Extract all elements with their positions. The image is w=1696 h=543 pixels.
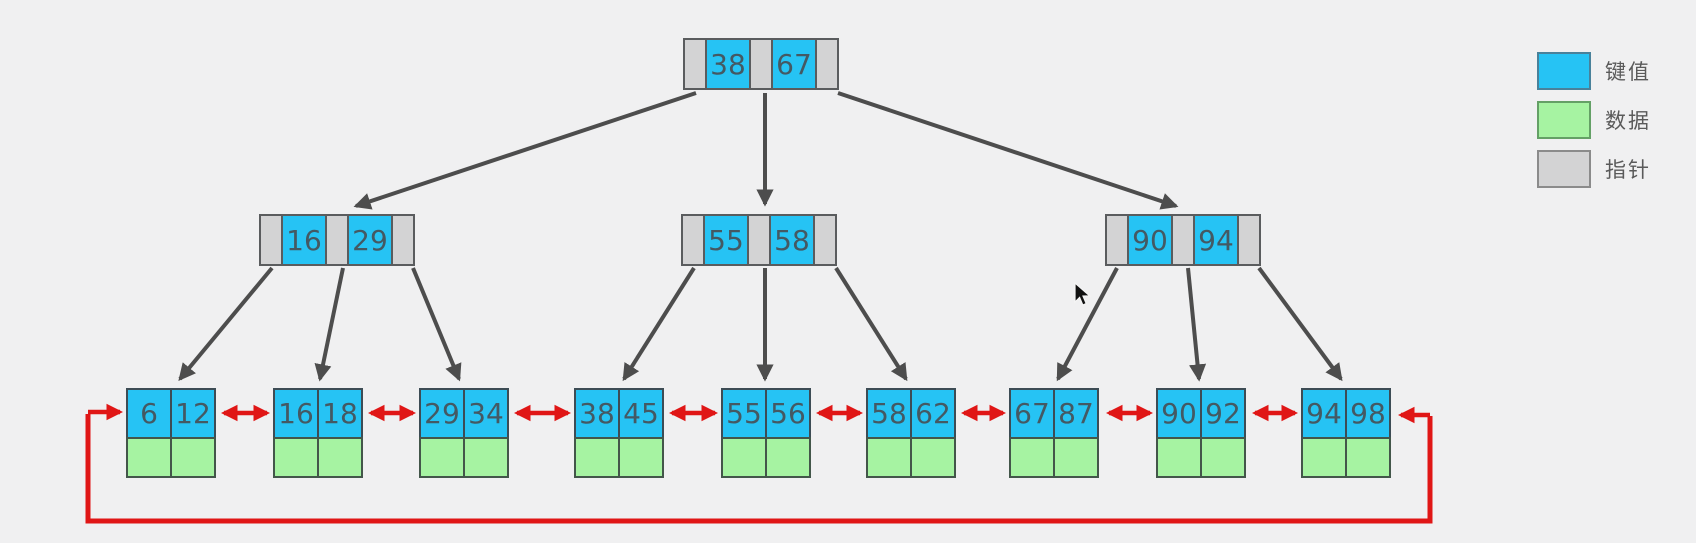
internal-node: 16 29	[259, 214, 415, 266]
key-cell: 90	[1156, 388, 1202, 439]
key-cell: 12	[170, 388, 216, 439]
circular-link-path	[85, 414, 1433, 524]
key-cell: 98	[1345, 388, 1391, 439]
data-cell	[721, 437, 767, 478]
pointer-cell	[813, 214, 837, 266]
data-color-swatch	[1537, 101, 1591, 139]
pointer-cell	[747, 214, 771, 266]
key-cell: 29	[347, 214, 393, 266]
tree-edge	[834, 266, 908, 382]
key-cell: 29	[419, 388, 465, 439]
pointer-cell	[683, 38, 707, 90]
circular-link	[85, 403, 1433, 524]
tree-edge	[411, 267, 462, 382]
legend-item-key: 键值	[1537, 52, 1651, 90]
legend-item-data: 数据	[1537, 101, 1651, 139]
tree-edge	[837, 91, 1179, 210]
pointer-cell	[325, 214, 349, 266]
data-cell	[574, 437, 620, 478]
pointer-cell	[749, 38, 773, 90]
key-cell: 34	[463, 388, 509, 439]
key-cell: 87	[1053, 388, 1099, 439]
legend-label: 键值	[1605, 60, 1651, 84]
pointer-cell	[259, 214, 283, 266]
key-cell: 45	[618, 388, 664, 439]
internal-node: 55 58	[681, 214, 837, 266]
key-cell: 56	[765, 388, 811, 439]
data-cell	[170, 437, 216, 478]
tree-edge	[1257, 266, 1343, 382]
key-cell: 16	[281, 214, 327, 266]
data-cell	[1156, 437, 1202, 478]
legend: 键值 数据 指针	[1537, 52, 1651, 199]
data-cell	[1345, 437, 1391, 478]
tree-edge	[622, 266, 696, 382]
tree-edges-root	[353, 91, 1179, 210]
key-cell: 38	[705, 38, 751, 90]
data-cell	[866, 437, 912, 478]
key-cell: 55	[721, 388, 767, 439]
legend-label: 指针	[1605, 158, 1651, 182]
pointer-cell	[1237, 214, 1261, 266]
key-cell: 94	[1301, 388, 1347, 439]
data-cell	[1301, 437, 1347, 478]
tree-edge	[314, 267, 345, 382]
data-cell	[1009, 437, 1055, 478]
tree-edge	[353, 91, 697, 210]
legend-label: 数据	[1605, 109, 1651, 133]
data-cell	[1053, 437, 1099, 478]
key-cell: 90	[1127, 214, 1173, 266]
data-cell	[765, 437, 811, 478]
internal-node: 90 94	[1105, 214, 1261, 266]
tree-edge	[1186, 267, 1207, 382]
key-cell: 62	[910, 388, 956, 439]
root-node: 38 67	[683, 38, 839, 90]
mouse-cursor	[1074, 281, 1092, 306]
data-cell	[618, 437, 664, 478]
key-cell: 16	[273, 388, 319, 439]
key-cell: 58	[769, 214, 815, 266]
data-cell	[317, 437, 363, 478]
pointer-cell	[1171, 214, 1195, 266]
data-cell	[126, 437, 172, 478]
tree-edge	[178, 266, 274, 381]
pointer-color-swatch	[1537, 150, 1591, 188]
pointer-cell	[815, 38, 839, 90]
key-cell: 92	[1200, 388, 1246, 439]
key-cell: 38	[574, 388, 620, 439]
key-cell: 55	[703, 214, 749, 266]
data-cell	[419, 437, 465, 478]
tree-edges-internal	[178, 266, 1343, 382]
data-cell	[463, 437, 509, 478]
key-color-swatch	[1537, 52, 1591, 90]
tree-edge	[1056, 267, 1119, 382]
key-cell: 67	[1009, 388, 1055, 439]
pointer-cell	[681, 214, 705, 266]
key-cell: 94	[1193, 214, 1239, 266]
key-cell: 6	[126, 388, 172, 439]
pointer-cell	[1105, 214, 1129, 266]
pointer-cell	[391, 214, 415, 266]
key-cell: 18	[317, 388, 363, 439]
legend-item-pointer: 指针	[1537, 150, 1651, 188]
data-cell	[910, 437, 956, 478]
data-cell	[273, 437, 319, 478]
key-cell: 67	[771, 38, 817, 90]
data-cell	[1200, 437, 1246, 478]
key-cell: 58	[866, 388, 912, 439]
